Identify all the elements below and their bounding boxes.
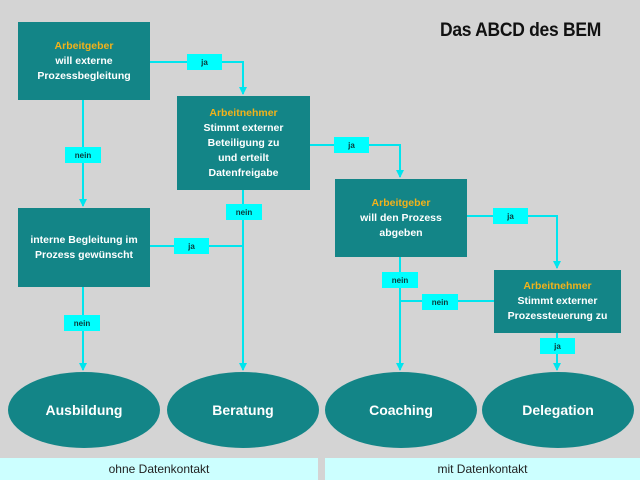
box-arbeitnehmer-beteiligung: Arbeitnehmer Stimmt externer Beteiligung…	[177, 96, 310, 190]
box-text: Beteiligung zu	[207, 136, 280, 149]
tag-nein: nein	[422, 294, 458, 310]
box-role: Arbeitnehmer	[209, 106, 278, 119]
tag-ja: ja	[493, 208, 528, 224]
tag-nein: nein	[65, 147, 101, 163]
box-text: Stimmt externer	[203, 121, 284, 134]
box-text: und erteilt	[218, 151, 269, 164]
box-text: Prozess gewünscht	[34, 248, 134, 261]
tag-ja: ja	[187, 54, 222, 70]
footer-ohne-datenkontakt: ohne Datenkontakt	[0, 458, 318, 480]
box-text: will externe	[55, 54, 113, 67]
oval-coaching: Coaching	[325, 372, 477, 448]
box-arbeitnehmer-prozesssteuerung: Arbeitnehmer Stimmt externer Prozessteue…	[494, 270, 621, 333]
tag-nein: nein	[226, 204, 262, 220]
box-role: Arbeitgeber	[371, 196, 431, 209]
box-text: Prozessteuerung zu	[507, 310, 608, 322]
oval-beratung: Beratung	[167, 372, 319, 448]
box-role: Arbeitnehmer	[523, 280, 592, 292]
tag-ja: ja	[174, 238, 209, 254]
oval-ausbildung: Ausbildung	[8, 372, 160, 448]
box-arbeitgeber-abgeben: Arbeitgeber will den Prozess abgeben	[335, 179, 467, 257]
tag-ja: ja	[540, 338, 575, 354]
tag-nein: nein	[64, 315, 100, 331]
box-text: will den Prozess	[360, 211, 442, 224]
box-interne-begleitung: interne Begleitung im Prozess gewünscht	[18, 208, 150, 287]
arrow-b1-b2	[150, 61, 247, 95]
box-text: interne Begleitung im	[30, 233, 138, 246]
oval-delegation: Delegation	[482, 372, 634, 448]
box-role: Arbeitgeber	[54, 39, 114, 52]
footer-mit-datenkontakt: mit Datenkontakt	[325, 458, 640, 480]
tag-ja: ja	[334, 137, 369, 153]
box-text: Prozessbegleitung	[37, 69, 131, 82]
box-text: Datenfreigabe	[208, 166, 279, 179]
box-text: abgeben	[379, 226, 423, 239]
box-text: Stimmt externer	[517, 295, 598, 307]
page-title: Das ABCD des BEM	[440, 20, 602, 41]
box-arbeitgeber-extern: Arbeitgeber will externe Prozessbegleitu…	[18, 22, 150, 100]
tag-nein: nein	[382, 272, 418, 288]
